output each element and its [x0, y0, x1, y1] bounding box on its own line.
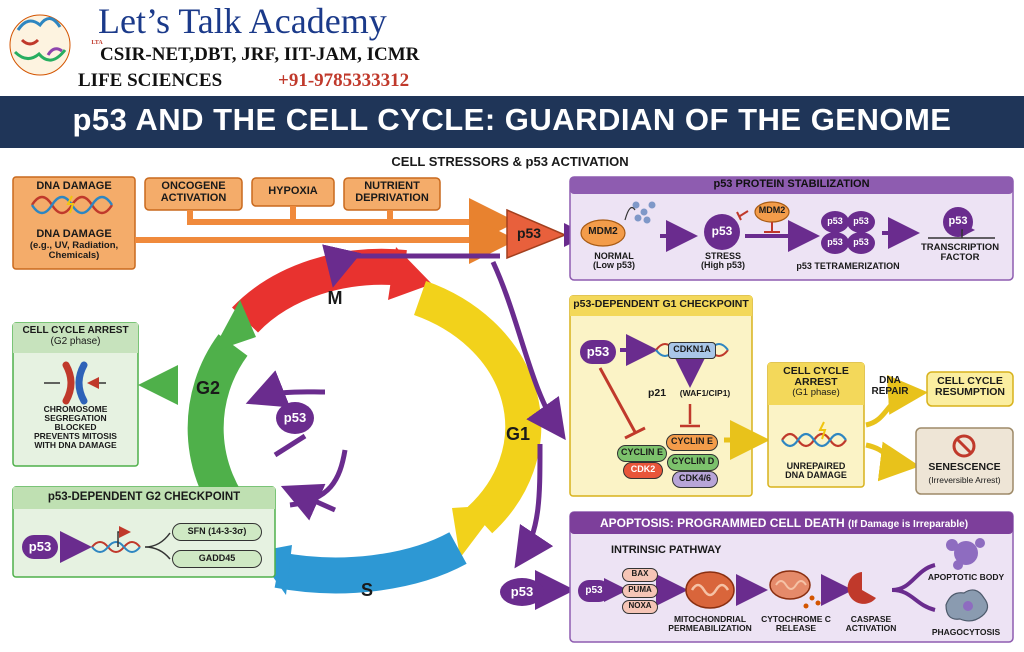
- page-title: p53 AND THE CELL CYCLE: GUARDIAN OF THE …: [72, 102, 952, 137]
- tetramer-label-1: p53: [827, 216, 843, 226]
- gadd45-tag: GADD45: [172, 550, 262, 568]
- intrinsic-label: INTRINSIC PATHWAY: [611, 544, 722, 556]
- oncogene-box: [144, 177, 243, 211]
- sfn-tag: SFN (14-3-3σ): [172, 523, 262, 541]
- tetramer-shape: [821, 211, 875, 254]
- noxa-tag: NOXA: [622, 600, 658, 614]
- academy-name: Let’s Talk Academy: [98, 1, 387, 41]
- g2-checkpoint-heading: p53-DEPENDENT G2 CHECKPOINT: [47, 491, 241, 503]
- p53-stress-label: p53: [711, 224, 733, 238]
- phase-m-label: M: [327, 288, 343, 308]
- tetramerization-label: p53 TETRAMERIZATION: [796, 261, 900, 271]
- apoptosis-heading: APOPTOSIS: PROGRAMMED CELL DEATH (If Dam…: [600, 516, 969, 530]
- cdkn1a-tag: CDKN1A: [668, 342, 716, 359]
- dna-damage-detail: DNA DAMAGE (e.g., UV, Radiation, Chemica…: [29, 228, 119, 261]
- puma-tag: PUMA: [622, 584, 658, 598]
- p21-label: p21: [648, 387, 667, 399]
- waf-label: (WAF1/CIP1): [679, 388, 731, 398]
- mdm2-shape: [580, 219, 626, 247]
- hypoxia-label: HYPOXIA: [268, 185, 318, 197]
- dna-damage-box: [12, 176, 136, 270]
- cytochrome-icon: [769, 570, 821, 609]
- senescence-label: SENESCENCE: [928, 461, 1001, 473]
- phone-number: +91-9785333312: [278, 70, 410, 91]
- apoptotic-body-label: APOPTOTIC BODY: [927, 572, 1005, 582]
- exams-line: CSIR-NET,DBT, JRF, IIT-JAM, ICMR: [100, 44, 420, 65]
- title-banner-bg: [0, 96, 1024, 148]
- subject-line: LIFE SCIENCES: [78, 70, 223, 91]
- stabilization-heading: p53 PROTEIN STABILIZATION: [713, 178, 870, 190]
- phase-g1-arc: [413, 281, 542, 534]
- tf-p53-label: p53: [948, 215, 968, 227]
- cdk46-tag: CDK4/6: [672, 471, 718, 488]
- tetramer-label-4: p53: [853, 237, 869, 247]
- apoptosis-p53-inner: p53: [578, 580, 610, 602]
- cdk2-tag: CDK2: [623, 462, 663, 479]
- g2-arrest-heading: CELL CYCLE ARREST(G2 phase): [22, 325, 129, 347]
- phagocytosis-label: PHAGOCYTOSIS: [931, 627, 1001, 637]
- bax-tag: BAX: [622, 568, 658, 582]
- caspase-icon: [847, 572, 876, 604]
- chromosome-icon: [44, 361, 106, 405]
- dna-damage-title: DNA DAMAGE: [36, 180, 112, 192]
- logo-text: LTA: [91, 40, 103, 46]
- phase-m-arc: [232, 248, 407, 333]
- stress-label: STRESS(High p53): [701, 251, 745, 271]
- cyclin-d-tag: CYCLIN D: [667, 454, 719, 471]
- g1-checkpoint-heading: p53-DEPENDENT G1 CHECKPOINT: [573, 298, 749, 310]
- prohibited-icon: [952, 434, 976, 458]
- mdm2-label: MDM2: [588, 226, 618, 237]
- cyclin-e-tag: CYCLIN E: [617, 445, 667, 462]
- apoptotic-body-icon: [946, 538, 985, 570]
- p53-hub-shape: [506, 208, 567, 260]
- apoptosis-p53-outer: p53: [500, 578, 544, 606]
- lightning-icon: [66, 195, 75, 214]
- senescence-box: [915, 427, 1014, 495]
- oncogene-arrow: [187, 198, 517, 246]
- cyclin-e-top-tag: CYCLIN E: [666, 434, 718, 451]
- g1-p53-badge: p53: [580, 340, 616, 364]
- p53-hub-label: p53: [516, 225, 542, 241]
- tetramer-label-2: p53: [853, 216, 869, 226]
- senescence-sub: (Irreversible Arrest): [928, 475, 1001, 485]
- mdm2-inhibit-label: MDM2: [758, 205, 786, 215]
- mitochondrion-icon: [685, 571, 735, 609]
- center-p53-badge: p53: [276, 402, 314, 434]
- phase-g1-label: G1: [505, 424, 530, 444]
- academy-logo: [9, 14, 71, 76]
- phase-g2-label: G2: [195, 378, 220, 398]
- phase-s-arc: [274, 532, 467, 594]
- stressors-heading: CELL STRESSORS & p53 ACTIVATION: [391, 154, 629, 169]
- resumption-box: [926, 371, 1014, 407]
- p53-inhibit-line: [598, 367, 646, 440]
- normal-label: NORMAL(Low p53): [593, 251, 635, 271]
- degradation-dots-icon: [632, 201, 656, 224]
- phase-s-label: S: [360, 580, 373, 600]
- stabilization-header-bg: [570, 177, 1013, 194]
- tetramer-label-3: p53: [827, 237, 843, 247]
- p53-stress-shape: [704, 214, 740, 250]
- g2-p53-badge: p53: [22, 535, 58, 559]
- phagocytosis-icon: [945, 589, 989, 622]
